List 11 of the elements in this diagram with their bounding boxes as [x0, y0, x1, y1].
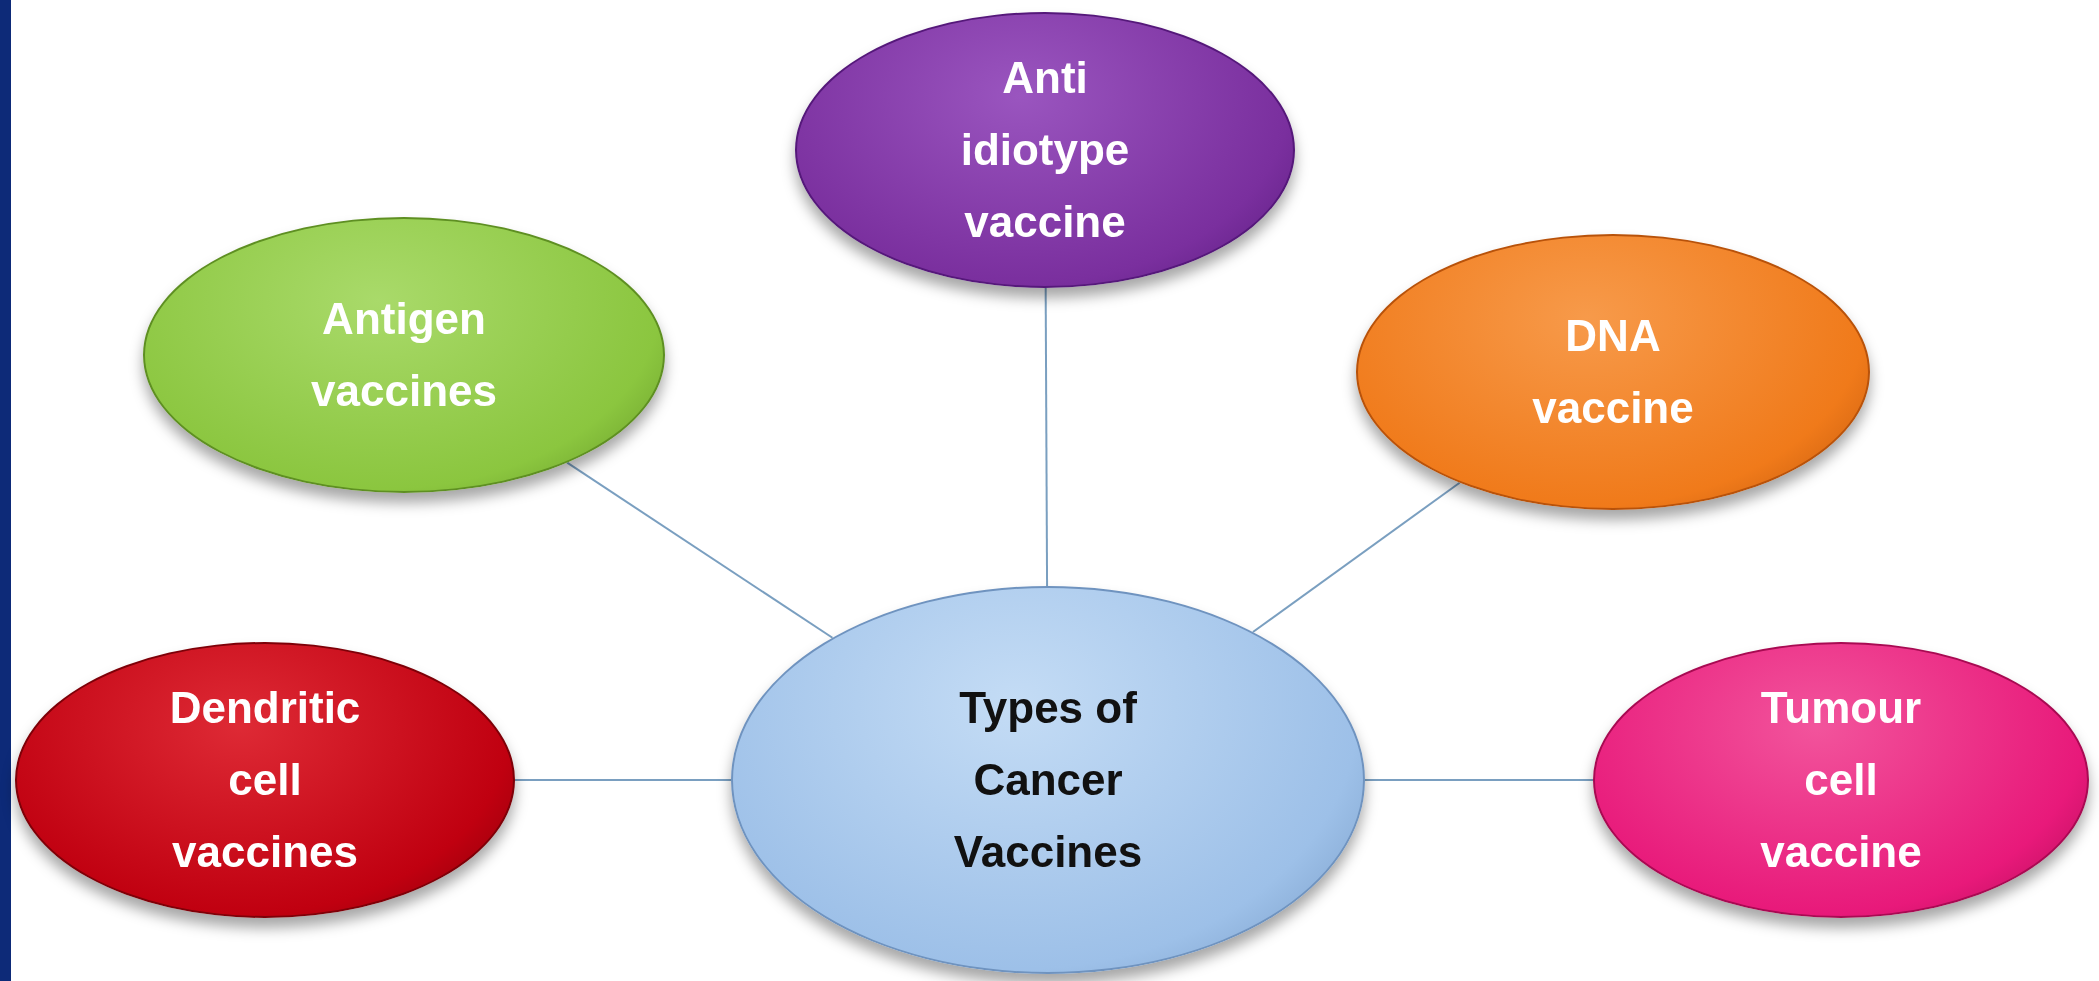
connector-line: [514, 779, 732, 781]
connector-line: [1364, 779, 1594, 781]
ellipse-label: Dendritic cell vaccines: [168, 682, 362, 878]
ellipse-label: Tumour cell vaccine: [1759, 682, 1923, 878]
connector-line: [566, 461, 834, 639]
ellipse-label: Antigen vaccines: [310, 293, 498, 417]
connector-line: [1044, 287, 1049, 587]
ellipse-label: DNA vaccine: [1531, 310, 1695, 434]
connector-line: [1251, 481, 1461, 633]
ellipse-label: Types of Cancer Vaccines: [952, 682, 1144, 878]
ellipse-label: Anti idiotype vaccine: [959, 52, 1131, 248]
